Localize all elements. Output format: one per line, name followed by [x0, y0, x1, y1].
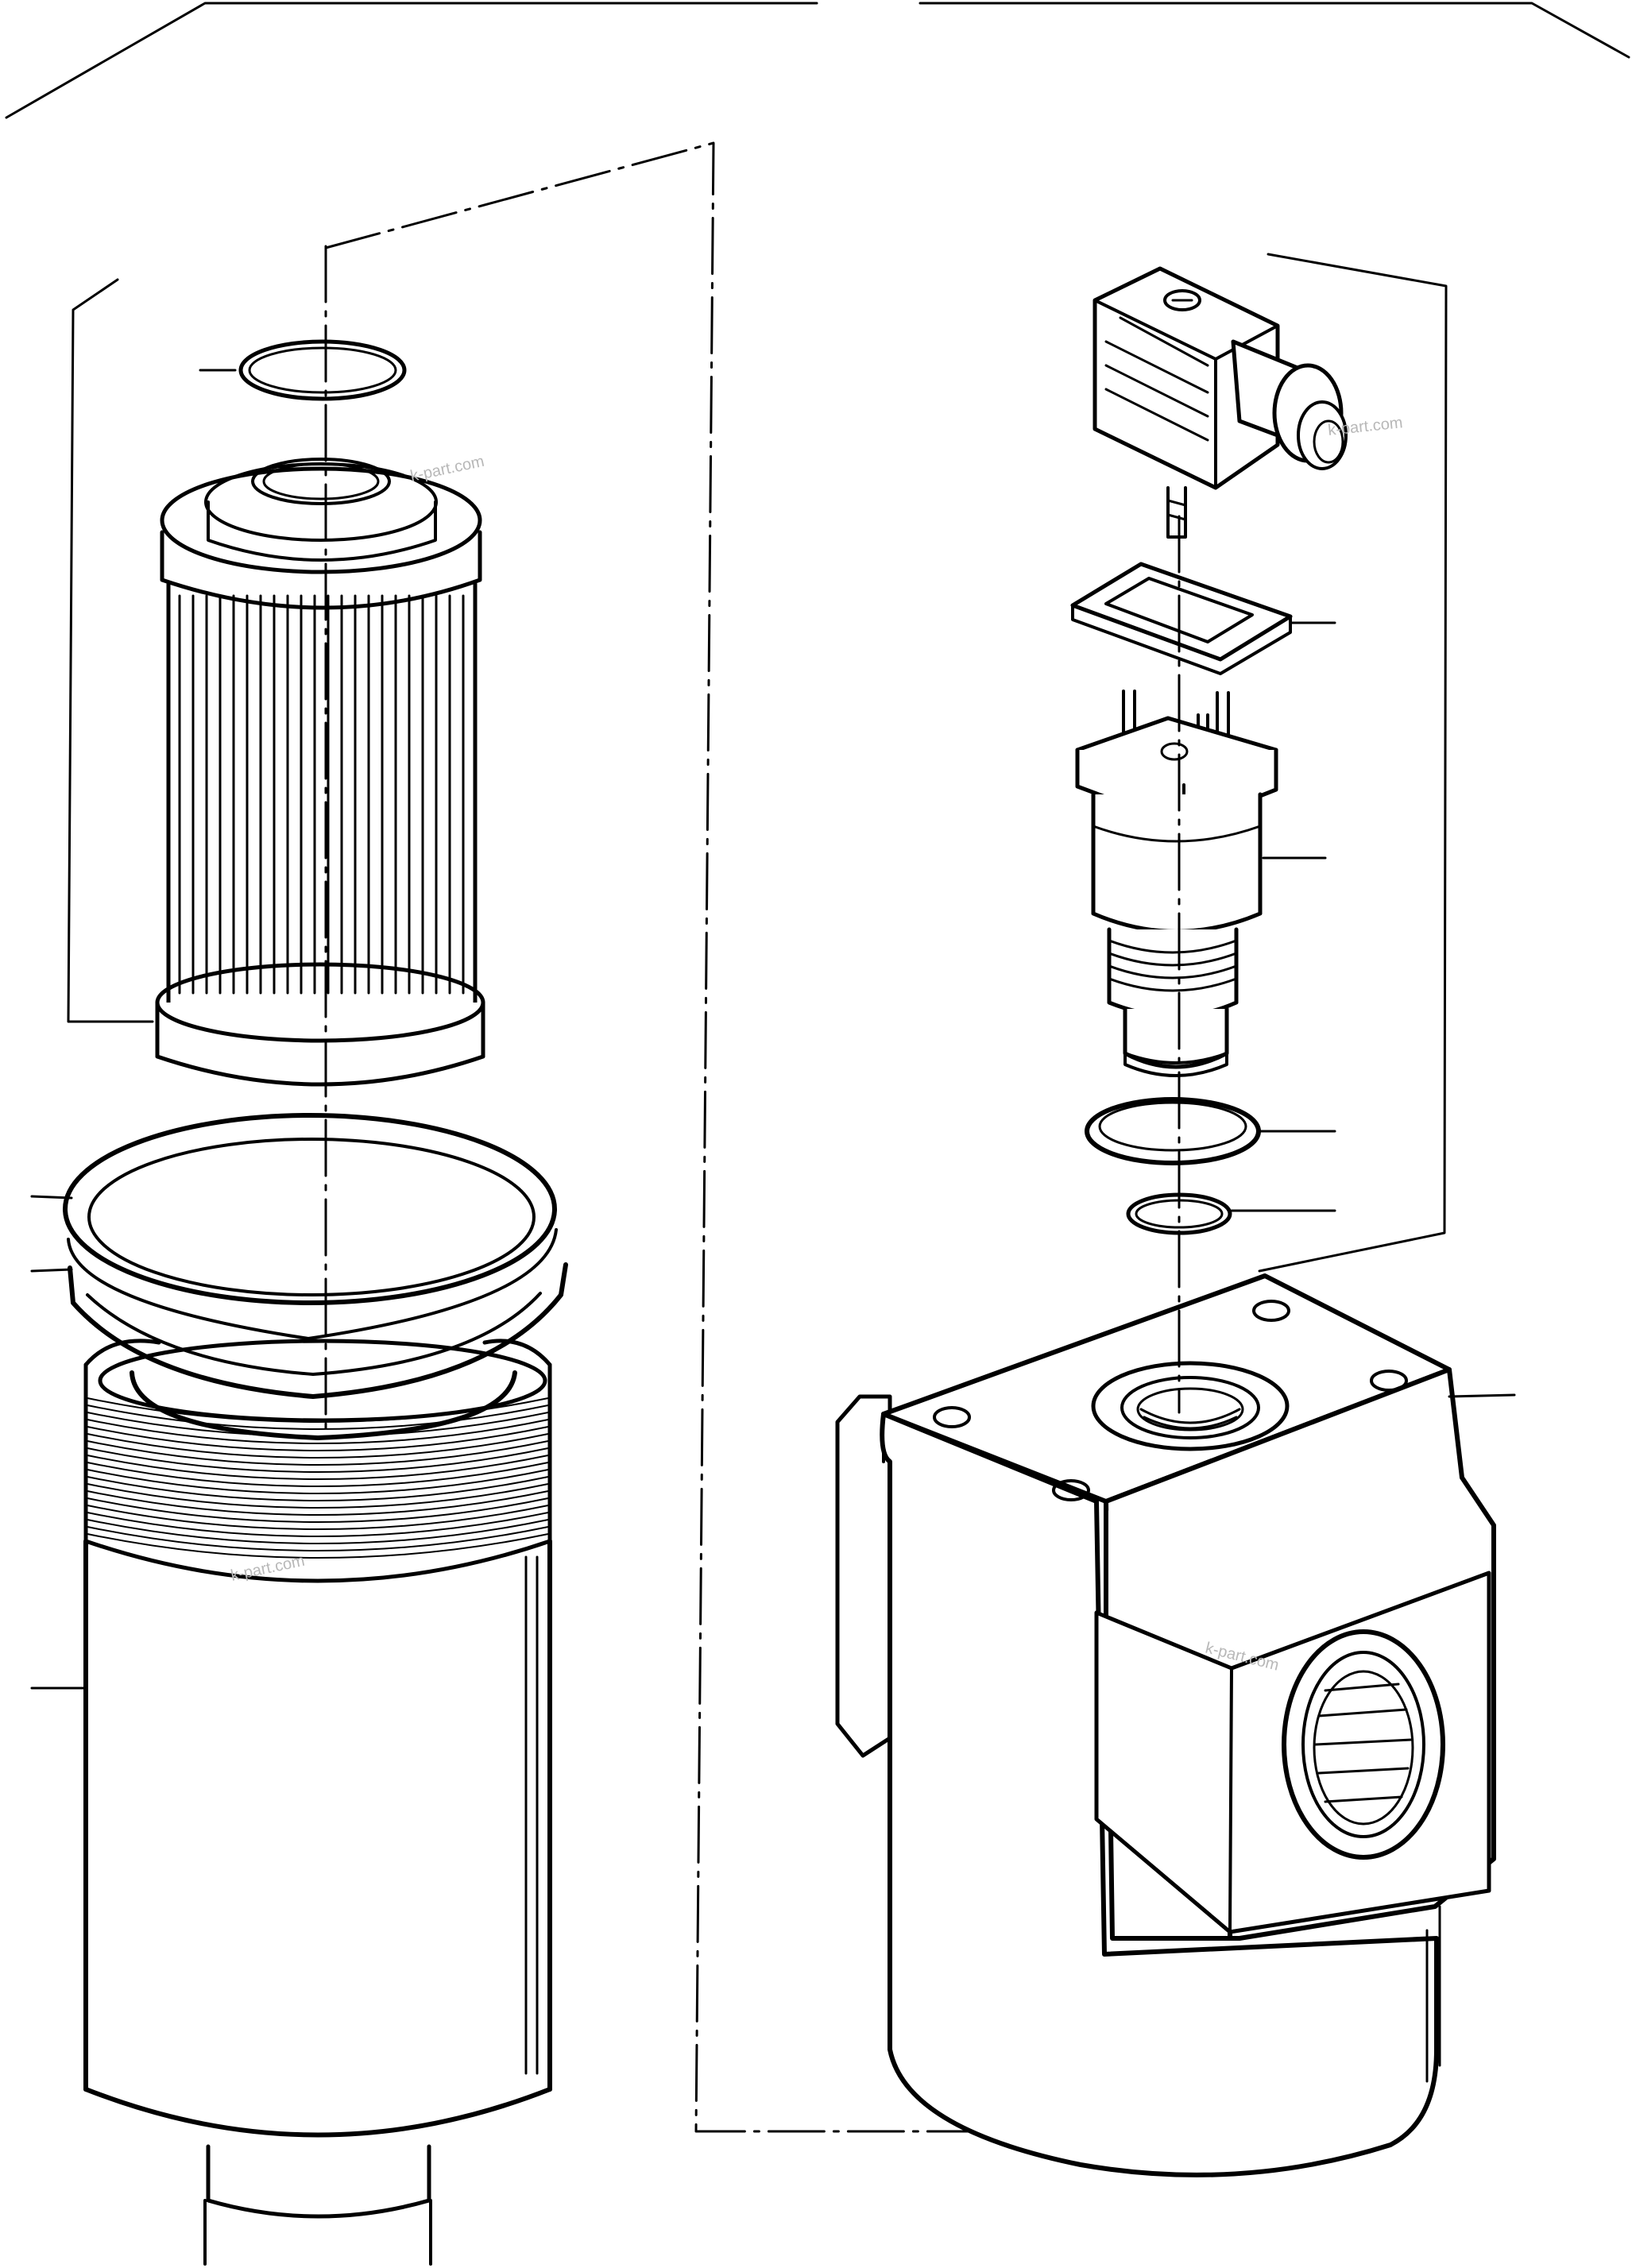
- bowl-thread-line: [87, 1440, 549, 1466]
- bowl-thread-line: [87, 1519, 549, 1544]
- bowl-thread-line: [87, 1412, 549, 1437]
- large-seal-ring: [63, 1113, 558, 1340]
- bowl-thread-line: [87, 1447, 549, 1473]
- square-gasket: [1070, 562, 1293, 675]
- top-o-ring: [238, 339, 407, 401]
- filter-bowl: [83, 1339, 552, 2266]
- filter-element-bottom-cap: [155, 962, 485, 1087]
- filter-head-block: [835, 1273, 1496, 2177]
- bowl-thread-line: [87, 1512, 549, 1537]
- bowl-thread-line: [87, 1462, 549, 1487]
- filter-pleats: [178, 594, 465, 995]
- bowl-thread-line: [87, 1426, 549, 1451]
- leader-lines-left: [30, 278, 237, 1690]
- bowl-thread-line: [87, 1526, 549, 1551]
- filter-assembly-left: [30, 245, 568, 2266]
- bowl-thread-line: [87, 1419, 549, 1444]
- bowl-thread-line: [87, 1433, 549, 1459]
- assembly-connector-line: [324, 141, 1160, 2133]
- watermark-text: k-part.com: [408, 453, 485, 485]
- filter-element-cap: [160, 458, 482, 610]
- bowl-thread-line: [87, 1490, 549, 1516]
- bowl-thread-line: [87, 1497, 549, 1523]
- pleated-filter-body: [166, 581, 478, 1005]
- bowl-thread-line: [87, 1533, 549, 1559]
- bowl-thread-line: [87, 1455, 549, 1480]
- leader-lines-right: [1230, 253, 1516, 1398]
- pressure-switch: [1075, 690, 1278, 1077]
- bowl-thread-line: [87, 1476, 549, 1501]
- bowl-threads: [87, 1397, 549, 1559]
- switch-seal-ring: [1085, 1097, 1261, 1165]
- electrical-plug-connector: [1093, 266, 1348, 539]
- bowl-thread-line: [87, 1483, 549, 1509]
- bowl-thread-line: [87, 1469, 549, 1494]
- bowl-thread-line: [87, 1397, 549, 1423]
- back-up-ring: [68, 1262, 568, 1399]
- bowl-thread-line: [87, 1404, 549, 1430]
- filter-head-assembly-right: [835, 253, 1516, 2177]
- frame-top: [5, 2, 1630, 119]
- bowl-thread-line: [87, 1505, 549, 1530]
